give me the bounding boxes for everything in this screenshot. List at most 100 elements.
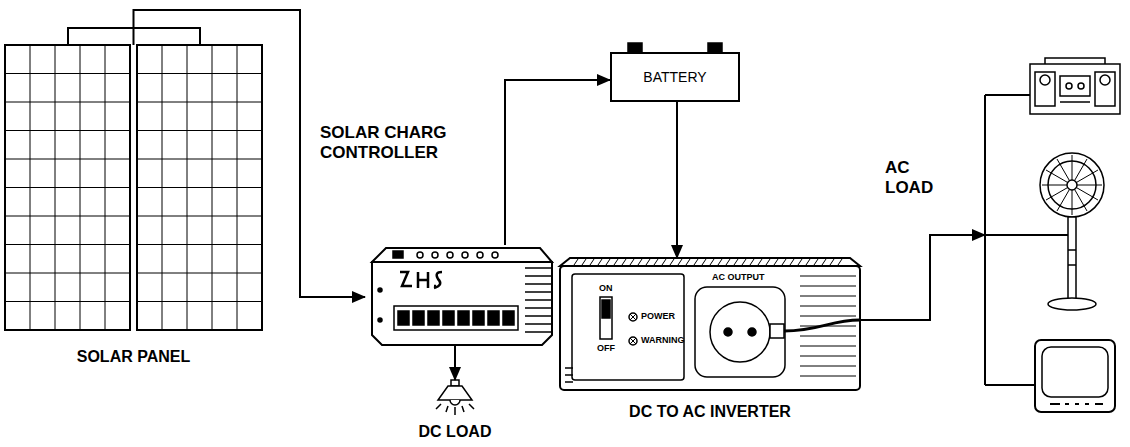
charge-controller-drawing-part <box>492 252 498 258</box>
solar-panel-drawing-part <box>137 216 262 217</box>
dc-load: DC LOAD <box>430 380 480 416</box>
inverter-drawing-part-part <box>662 259 666 265</box>
ac-load-drawing-part <box>1060 76 1090 96</box>
lamp-drawing-part <box>451 380 459 386</box>
inverter-drawing-part-part <box>742 259 746 265</box>
solar-panel-drawing-part <box>5 159 130 160</box>
solar-panel-drawing-part <box>137 45 262 330</box>
battery-terminals <box>628 43 722 52</box>
inverter-drawing-part-part <box>750 259 754 265</box>
inverter-drawing-part-part <box>800 366 856 367</box>
inverter-drawing-part-part <box>774 259 778 265</box>
inverter-drawing-part-part <box>694 259 698 265</box>
inverter-drawing-part <box>560 258 860 266</box>
inverter-drawing-part-part <box>800 376 856 377</box>
inverter-drawing-part-part <box>638 259 642 265</box>
solar-panel-drawing-part <box>5 216 130 217</box>
charge-controller-drawing-part-part <box>473 311 484 325</box>
charge-controller-drawing-part <box>417 252 423 258</box>
ac-load-drawing-part <box>1042 155 1102 215</box>
inverter-drawing-part-part <box>806 259 810 265</box>
solar-panel-drawing-part <box>137 273 262 274</box>
charge-controller-drawing-part-part <box>525 331 552 333</box>
ac-load-drawing-part <box>1035 72 1055 106</box>
battery: BATTERY <box>610 52 740 102</box>
inverter-drawing-part-part <box>800 356 856 357</box>
inverter-drawing-part-part <box>686 259 690 265</box>
node-label: AC LOAD <box>885 158 945 199</box>
charge-controller-drawing-part <box>372 248 552 262</box>
panel-label: AC OUTPUT <box>712 273 765 283</box>
inverter-drawing-part-part <box>800 286 856 287</box>
inverter-drawing-part-part <box>590 259 594 265</box>
solar-panel-drawing <box>5 28 262 330</box>
node-label: DC TO AC INVERTER <box>610 402 810 421</box>
charge-controller-drawing-part <box>400 272 442 288</box>
charge-controller-drawing-part-part <box>413 311 424 325</box>
charge-controller-drawing-part <box>477 252 483 258</box>
inverter-drawing-part-part <box>726 259 730 265</box>
inverter-drawing-part-part <box>630 259 634 265</box>
charge-controller-drawing-part-part <box>525 315 552 317</box>
inverter-drawing-part-part <box>800 336 856 337</box>
charge-controller-drawing-part <box>372 262 552 345</box>
solar-panel-drawing-part <box>5 244 130 245</box>
charge-controller-drawing-part <box>398 311 514 325</box>
inverter-drawing-part-part <box>798 259 802 265</box>
charge-controller-drawing-part-part <box>525 267 552 269</box>
inverter-drawing-part-part <box>758 259 762 265</box>
ac-load-drawing-part <box>1068 217 1076 299</box>
ac-load-drawing-part <box>1100 75 1110 85</box>
ac-load: AC LOAD <box>985 60 1125 430</box>
inverter-drawing-part-part <box>800 276 856 277</box>
inverter-drawing-part <box>784 320 860 331</box>
inverter-drawing-part-part <box>734 259 738 265</box>
ac-load-drawing-part <box>1040 75 1050 85</box>
inverter-drawing-part-part <box>766 259 770 265</box>
charge-controller: SOLAR CHARG CONTROLLER <box>365 245 552 345</box>
solar-panel-drawing-part <box>137 187 262 188</box>
charge-controller-drawing-part-part <box>443 311 454 325</box>
ac-load-drawing-part <box>1068 250 1076 265</box>
battery-terminals-part <box>628 43 642 52</box>
inverter-drawing-part-part <box>800 316 856 317</box>
ac-load-drawing-part <box>1048 298 1096 310</box>
ac-load-drawing-part <box>1040 153 1104 217</box>
inverter-drawing-part-part <box>622 259 626 265</box>
ac-load-drawing-part <box>1066 83 1072 89</box>
inverter-drawing-part-part <box>800 306 856 307</box>
inverter-drawing-part-part <box>790 259 794 265</box>
inverter-drawing-part-part <box>582 259 586 265</box>
charge-controller-drawing-part <box>378 318 382 322</box>
charge-controller-drawing-part <box>393 251 403 258</box>
inverter-drawing-part-part <box>654 259 658 265</box>
inverter-drawing-part-part <box>606 259 610 265</box>
charge-controller-drawing-part <box>378 288 382 292</box>
ac-load-drawing-part <box>1030 64 1120 114</box>
inverter-drawing-part-part <box>822 259 826 265</box>
charge-controller-drawing-part-part <box>398 311 409 325</box>
wire-arrow <box>860 235 985 320</box>
inverter-drawing-part <box>600 297 612 339</box>
inverter-drawing-part-part <box>670 259 674 265</box>
lamp-drawing-part <box>450 400 460 405</box>
charge-controller-drawing-part-part <box>458 311 469 325</box>
inverter: DC TO AC INVERTER <box>560 258 860 390</box>
inverter-drawing-part <box>630 314 636 344</box>
wire-arrow <box>454 345 456 380</box>
inverter-drawing-part <box>572 274 684 380</box>
charge-controller-drawing-part-part <box>525 291 552 293</box>
solar-panel-drawing-part <box>137 73 262 74</box>
charge-controller-drawing-part-part <box>525 275 552 277</box>
inverter-drawing-part-part <box>614 259 618 265</box>
ac-load-drawing-part <box>1045 58 1105 64</box>
inverter-drawing-part <box>748 328 756 336</box>
solar-panel-drawing-part <box>137 301 262 302</box>
charge-controller-drawing-part <box>432 252 438 258</box>
charge-controller-drawing-part-part <box>525 323 552 325</box>
charge-controller-drawing-part-part <box>525 283 552 285</box>
solar-panel-drawing-part <box>137 102 262 103</box>
